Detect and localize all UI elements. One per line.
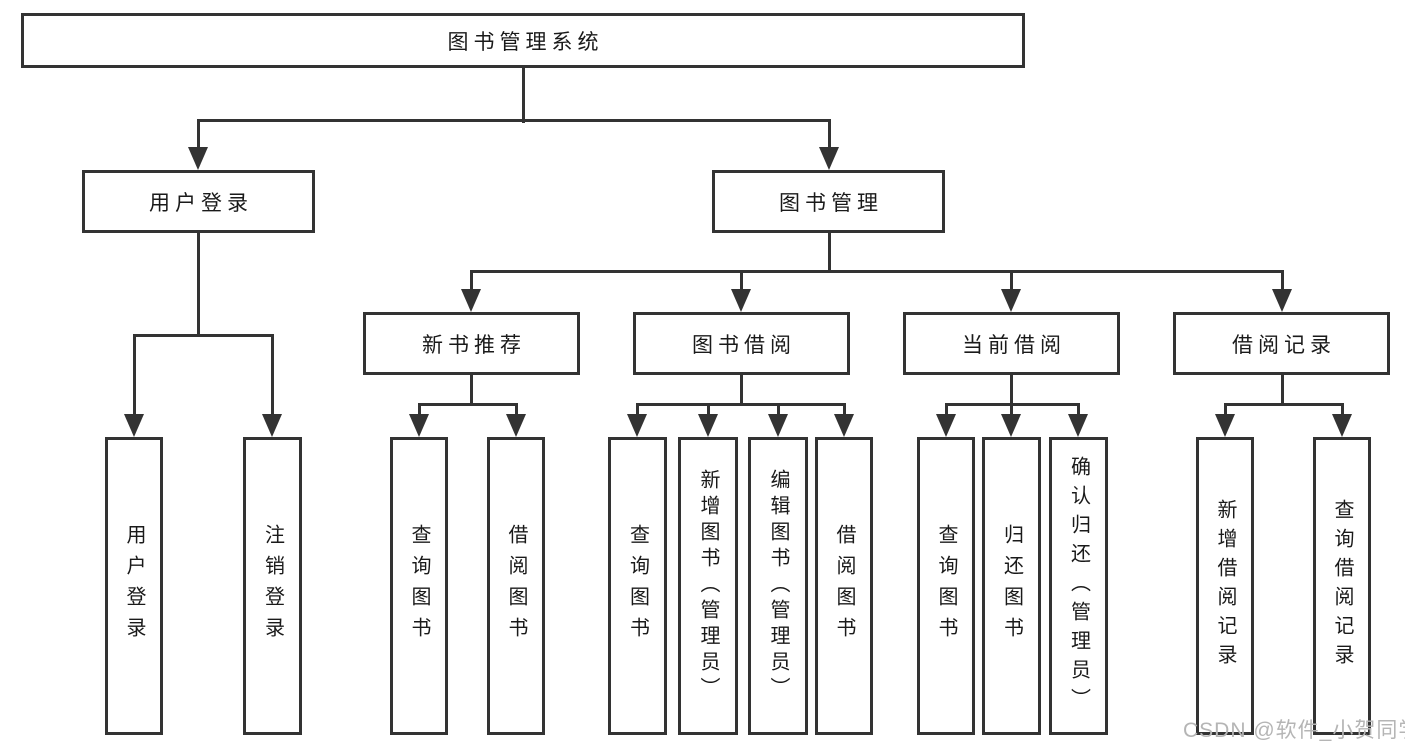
- connector-line: [1010, 375, 1013, 406]
- node-label: 用户登录: [149, 191, 253, 215]
- leaf-query-books-current: 查询图书: [917, 437, 975, 735]
- node-label: 查询图书: [626, 524, 649, 648]
- leaf-edit-books-admin: 编辑图书（管理员）: [748, 437, 808, 735]
- leaf-return-books: 归还图书: [982, 437, 1041, 735]
- node-label: 归还图书: [1000, 524, 1023, 648]
- node-book-borrowing: 图书借阅: [633, 312, 850, 375]
- connector-line: [1077, 403, 1080, 419]
- node-label: 确认归还（管理员）: [1067, 455, 1090, 717]
- arrow-down-icon: [1068, 414, 1088, 437]
- arrow-down-icon: [768, 414, 788, 437]
- connector-line: [418, 403, 518, 406]
- connector-line: [470, 270, 473, 292]
- node-label: 编辑图书（管理员）: [767, 469, 789, 703]
- arrow-down-icon: [188, 147, 208, 170]
- node-label: 新增借阅记录: [1214, 499, 1236, 673]
- arrow-down-icon: [461, 289, 481, 312]
- connector-line: [636, 403, 639, 419]
- connector-line: [707, 403, 710, 419]
- node-label: 借阅图书: [833, 524, 855, 648]
- node-current-borrowing: 当前借阅: [903, 312, 1120, 375]
- connector-line: [515, 403, 518, 419]
- arrow-down-icon: [1272, 289, 1292, 312]
- connector-line: [197, 119, 200, 150]
- connector-line: [470, 270, 1283, 273]
- node-label: 新增图书（管理员）: [697, 469, 719, 703]
- node-label: 图书借阅: [692, 333, 796, 357]
- leaf-add-books-admin: 新增图书（管理员）: [678, 437, 738, 735]
- node-label: 查询图书: [935, 524, 957, 648]
- node-label: 用户登录: [123, 524, 145, 648]
- node-borrowing-records: 借阅记录: [1173, 312, 1390, 375]
- node-label: 当前借阅: [962, 333, 1066, 357]
- arrow-down-icon: [409, 414, 429, 437]
- connector-line: [636, 403, 845, 406]
- connector-line: [843, 403, 846, 419]
- node-label: 图书管理: [779, 191, 883, 215]
- arrow-down-icon: [506, 414, 526, 437]
- connector-line: [418, 403, 421, 419]
- node-library-system: 图书管理系统: [21, 13, 1025, 68]
- node-label: 新书推荐: [422, 333, 526, 357]
- arrow-down-icon: [819, 147, 839, 170]
- connector-line: [945, 403, 948, 419]
- connector-line: [1281, 375, 1284, 406]
- node-label: 借阅记录: [1232, 333, 1336, 357]
- arrow-down-icon: [1215, 414, 1235, 437]
- connector-line: [522, 68, 525, 123]
- node-new-book-recommendation: 新书推荐: [363, 312, 580, 375]
- arrow-down-icon: [124, 414, 144, 437]
- connector-line: [828, 119, 831, 150]
- arrow-down-icon: [834, 414, 854, 437]
- leaf-confirm-return-admin: 确认归还（管理员）: [1049, 437, 1108, 735]
- node-user-login: 用户登录: [82, 170, 315, 233]
- connector-line: [1341, 403, 1344, 419]
- connector-line: [133, 334, 274, 337]
- connector-line: [470, 375, 473, 406]
- connector-line: [777, 403, 780, 419]
- connector-line: [1224, 403, 1227, 419]
- arrow-down-icon: [262, 414, 282, 437]
- connector-line: [1224, 403, 1342, 406]
- connector-line: [197, 233, 200, 337]
- connector-line: [1281, 270, 1284, 292]
- connector-line: [1010, 270, 1013, 292]
- node-label: 查询借阅记录: [1331, 499, 1353, 673]
- leaf-query-books-recommend: 查询图书: [390, 437, 448, 735]
- arrow-down-icon: [731, 289, 751, 312]
- leaf-borrow-books: 借阅图书: [815, 437, 873, 735]
- csdn-watermark: CSDN @软件_小贺同学: [1183, 719, 1405, 742]
- node-book-management: 图书管理: [712, 170, 945, 233]
- arrow-down-icon: [1001, 289, 1021, 312]
- connector-line: [828, 233, 831, 273]
- leaf-query-books-borrow: 查询图书: [608, 437, 667, 735]
- connector-line: [1010, 403, 1013, 419]
- arrow-down-icon: [936, 414, 956, 437]
- arrow-down-icon: [698, 414, 718, 437]
- connector-line: [740, 375, 743, 406]
- connector-line: [271, 334, 274, 419]
- leaf-user-login: 用户登录: [105, 437, 163, 735]
- node-label: 注销登录: [261, 524, 284, 648]
- leaf-logout: 注销登录: [243, 437, 302, 735]
- node-label: 借阅图书: [505, 524, 527, 648]
- node-label: 图书管理系统: [447, 30, 604, 54]
- node-label: 查询图书: [408, 524, 430, 648]
- arrow-down-icon: [1001, 414, 1021, 437]
- arrow-down-icon: [1332, 414, 1352, 437]
- arrow-down-icon: [627, 414, 647, 437]
- connector-line: [197, 119, 831, 122]
- connector-line: [133, 334, 136, 419]
- leaf-borrow-books-recommend: 借阅图书: [487, 437, 545, 735]
- leaf-add-borrow-record: 新增借阅记录: [1196, 437, 1254, 735]
- connector-line: [740, 270, 743, 292]
- leaf-query-borrow-record: 查询借阅记录: [1313, 437, 1371, 735]
